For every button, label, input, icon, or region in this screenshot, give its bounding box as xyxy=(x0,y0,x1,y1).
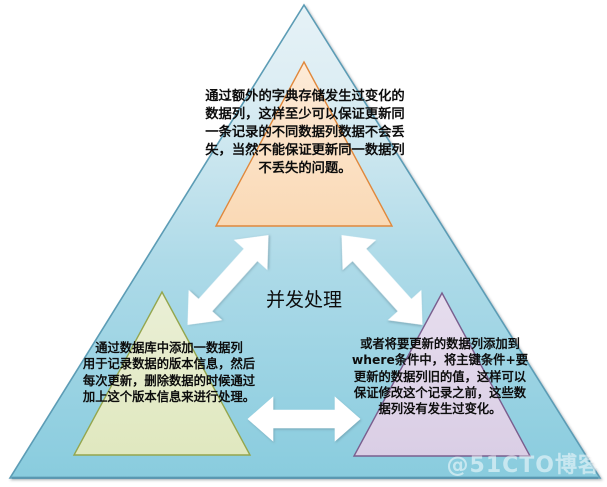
arrow-right-diagonal xyxy=(341,235,423,325)
bottom-left-section-triangle xyxy=(72,290,252,456)
bottom-right-section-triangle xyxy=(352,291,532,457)
top-section-triangle xyxy=(214,60,394,227)
arrow-bottom-horizontal xyxy=(247,396,361,442)
arrow-left-diagonal xyxy=(187,235,269,325)
